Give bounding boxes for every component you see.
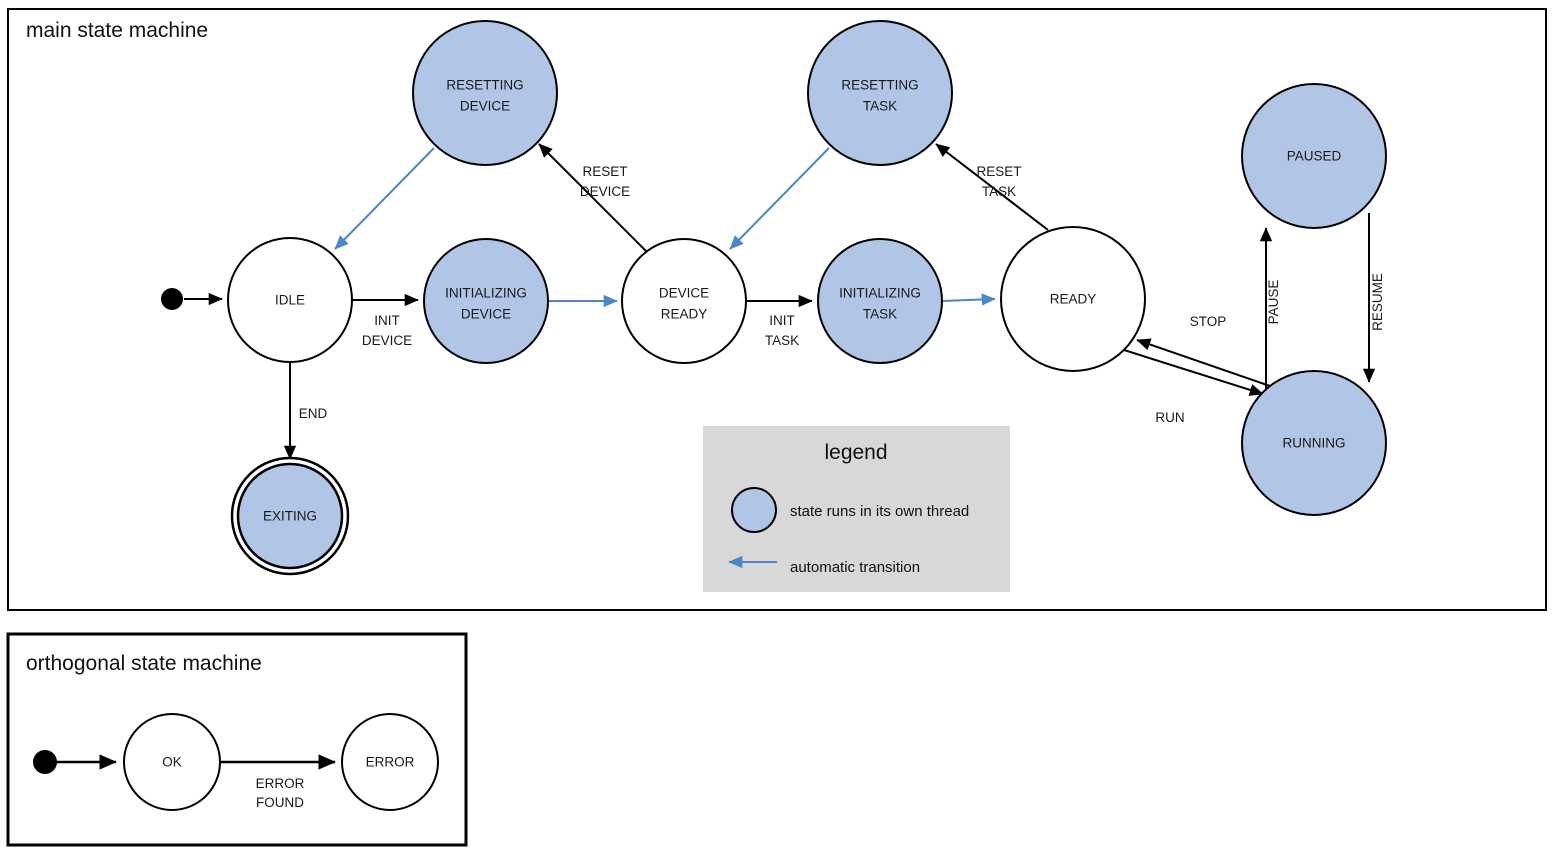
state-device-ready[interactable]: DEVICE READY: [621, 238, 747, 364]
state-ready-label: READY: [1050, 292, 1097, 307]
legend-threaded-state-text: state runs in its own thread: [790, 503, 969, 520]
state-initializing-device-label-line2: DEVICE: [461, 307, 511, 322]
transition-ready-to-resetting-task: [935, 143, 1049, 231]
transition-label-error-found-line2: FOUND: [256, 795, 304, 810]
state-error-circle[interactable]: [341, 713, 439, 811]
state-device-ready-label-line2: READY: [661, 307, 708, 322]
transition-ready-to-running: [1123, 349, 1264, 396]
state-resetting-device-circle[interactable]: [412, 20, 558, 166]
transition-resetting-device-to-idle: [334, 147, 435, 250]
main-states-layer: IDLE EXITING RESETTING DEVICE INITIALIZI…: [161, 20, 1387, 576]
state-initializing-task-circle[interactable]: [817, 238, 943, 364]
transition-label-reset-task-line2: TASK: [982, 184, 1016, 199]
legend-item-automatic-transition: automatic transition: [728, 555, 920, 576]
state-initializing-task-label-line1: INITIALIZING: [839, 286, 921, 301]
legend-threaded-state-swatch: [731, 487, 777, 533]
state-paused[interactable]: PAUSED: [1241, 83, 1387, 229]
transition-label-pause: PAUSE: [1266, 280, 1281, 325]
transition-label-init-task-line2: TASK: [765, 333, 799, 348]
legend-item-threaded-state: state runs in its own thread: [731, 487, 969, 533]
state-ok-label: OK: [162, 755, 182, 770]
state-running-circle[interactable]: [1241, 370, 1387, 516]
transition-label-init-task-line1: INIT: [769, 313, 795, 328]
state-idle-label: IDLE: [275, 293, 305, 308]
state-exiting-circle[interactable]: [236, 462, 344, 570]
state-idle[interactable]: IDLE: [227, 237, 353, 363]
state-initializing-task-label-line2: TASK: [863, 307, 897, 322]
transition-label-error-found-line1: ERROR: [256, 776, 305, 791]
state-error-label: ERROR: [366, 755, 415, 770]
state-running-label: RUNNING: [1283, 436, 1346, 451]
transition-label-run: RUN: [1155, 410, 1184, 425]
state-resetting-task-circle[interactable]: [807, 20, 953, 166]
state-initializing-device-circle[interactable]: [423, 238, 549, 364]
initial-state-dot: [161, 288, 183, 310]
state-initializing-device-label-line1: INITIALIZING: [445, 286, 527, 301]
state-resetting-task-label-line2: TASK: [863, 99, 897, 114]
state-ready-circle[interactable]: [1000, 226, 1146, 372]
state-paused-label: PAUSED: [1287, 149, 1342, 164]
transition-label-end: END: [299, 406, 328, 421]
state-error[interactable]: ERROR: [341, 713, 439, 811]
state-ok[interactable]: OK: [123, 713, 221, 811]
transition-label-init-device-line1: INIT: [374, 313, 400, 328]
state-idle-circle[interactable]: [227, 237, 353, 363]
transition-label-reset-device-line1: RESET: [582, 164, 627, 179]
transition-initializing-task-to-ready: [941, 293, 996, 306]
main-transition-labels-layer: INIT DEVICE END RESET DEVICE INIT TASK R…: [299, 164, 1385, 425]
state-exiting-label: EXITING: [263, 509, 317, 524]
state-resetting-device-label-line1: RESETTING: [446, 78, 523, 93]
state-resetting-task[interactable]: RESETTING TASK: [807, 20, 953, 166]
main-frame-title: main state machine: [26, 19, 208, 42]
orthogonal-frame-title: orthogonal state machine: [26, 652, 262, 675]
transition-running-to-ready: [1136, 338, 1271, 387]
orthogonal-transition-labels-layer: ERROR FOUND: [256, 776, 305, 810]
state-ok-circle[interactable]: [123, 713, 221, 811]
main-transitions-layer: [184, 143, 1376, 460]
state-resetting-device-label-line2: DEVICE: [460, 99, 510, 114]
state-resetting-device[interactable]: RESETTING DEVICE: [412, 20, 558, 166]
transition-device-ready-to-resetting-device: [538, 143, 648, 253]
legend: legend state runs in its own thread auto…: [703, 426, 1010, 592]
state-initializing-device[interactable]: INITIALIZING DEVICE: [423, 238, 549, 364]
transition-label-init-device-line2: DEVICE: [362, 333, 412, 348]
legend-automatic-transition-text: automatic transition: [790, 559, 920, 576]
transition-label-reset-task-line1: RESET: [976, 164, 1021, 179]
state-initializing-task[interactable]: INITIALIZING TASK: [817, 238, 943, 364]
transition-label-resume: RESUME: [1370, 273, 1385, 331]
state-device-ready-circle[interactable]: [621, 238, 747, 364]
transition-label-reset-device-line2: DEVICE: [580, 184, 630, 199]
orthogonal-states-layer: OK ERROR: [33, 713, 439, 811]
state-ready[interactable]: READY: [1000, 226, 1146, 372]
transition-resetting-task-to-device-ready: [729, 147, 830, 250]
legend-title: legend: [824, 441, 887, 464]
state-device-ready-label-line1: DEVICE: [659, 286, 709, 301]
state-paused-circle[interactable]: [1241, 83, 1387, 229]
state-resetting-task-label-line1: RESETTING: [841, 78, 918, 93]
state-exiting[interactable]: EXITING: [230, 456, 350, 576]
initial-state-dot: [33, 750, 57, 774]
transition-label-stop: STOP: [1190, 314, 1227, 329]
state-running[interactable]: RUNNING: [1241, 370, 1387, 516]
